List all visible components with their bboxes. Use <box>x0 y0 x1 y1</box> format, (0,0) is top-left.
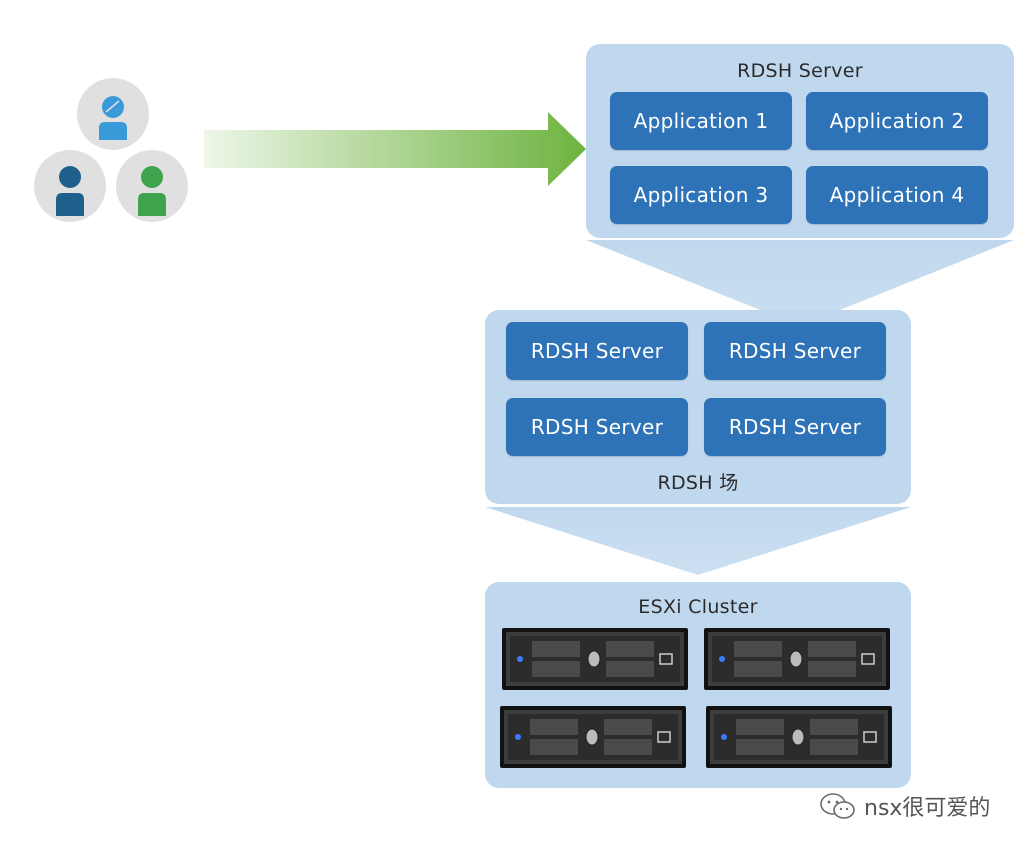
user-icon <box>99 96 127 140</box>
user-icon <box>56 166 84 216</box>
rdsh-server-button-1[interactable]: RDSH Server <box>506 322 688 380</box>
funnel-connector-top <box>586 240 1014 326</box>
application-3-button[interactable]: Application 3 <box>610 166 792 224</box>
rdsh-server-title: RDSH Server <box>737 60 863 82</box>
arrow-right-icon <box>204 112 586 186</box>
user-avatar-right <box>116 150 188 222</box>
rack-server-icon <box>704 628 890 690</box>
rack-server-icon <box>502 628 688 690</box>
esxi-cluster-panel: ESXi Cluster <box>485 582 911 788</box>
funnel-connector-bottom <box>485 507 911 575</box>
rdsh-farm-title: RDSH 场 <box>657 472 739 494</box>
application-4-button[interactable]: Application 4 <box>806 166 988 224</box>
rdsh-farm-panel: RDSH Server RDSH Server RDSH Server RDSH… <box>485 310 911 504</box>
rack-server-icon <box>500 706 686 768</box>
user-icon <box>138 166 166 216</box>
rdsh-server-button-3[interactable]: RDSH Server <box>506 398 688 456</box>
rdsh-server-button-4[interactable]: RDSH Server <box>704 398 886 456</box>
user-avatar-top <box>77 78 149 150</box>
application-2-button[interactable]: Application 2 <box>806 92 988 150</box>
application-1-button[interactable]: Application 1 <box>610 92 792 150</box>
rdsh-server-button-2[interactable]: RDSH Server <box>704 322 886 380</box>
esxi-cluster-title: ESXi Cluster <box>638 596 758 618</box>
rack-server-icon <box>706 706 892 768</box>
rdsh-server-panel: RDSH Server Application 1 Application 2 … <box>586 44 1014 238</box>
watermark-text: nsx很可爱的 <box>864 796 991 821</box>
user-avatar-left <box>34 150 106 222</box>
watermark: nsx很可爱的 <box>818 790 990 822</box>
users-group <box>30 76 195 226</box>
wechat-icon <box>820 793 855 819</box>
